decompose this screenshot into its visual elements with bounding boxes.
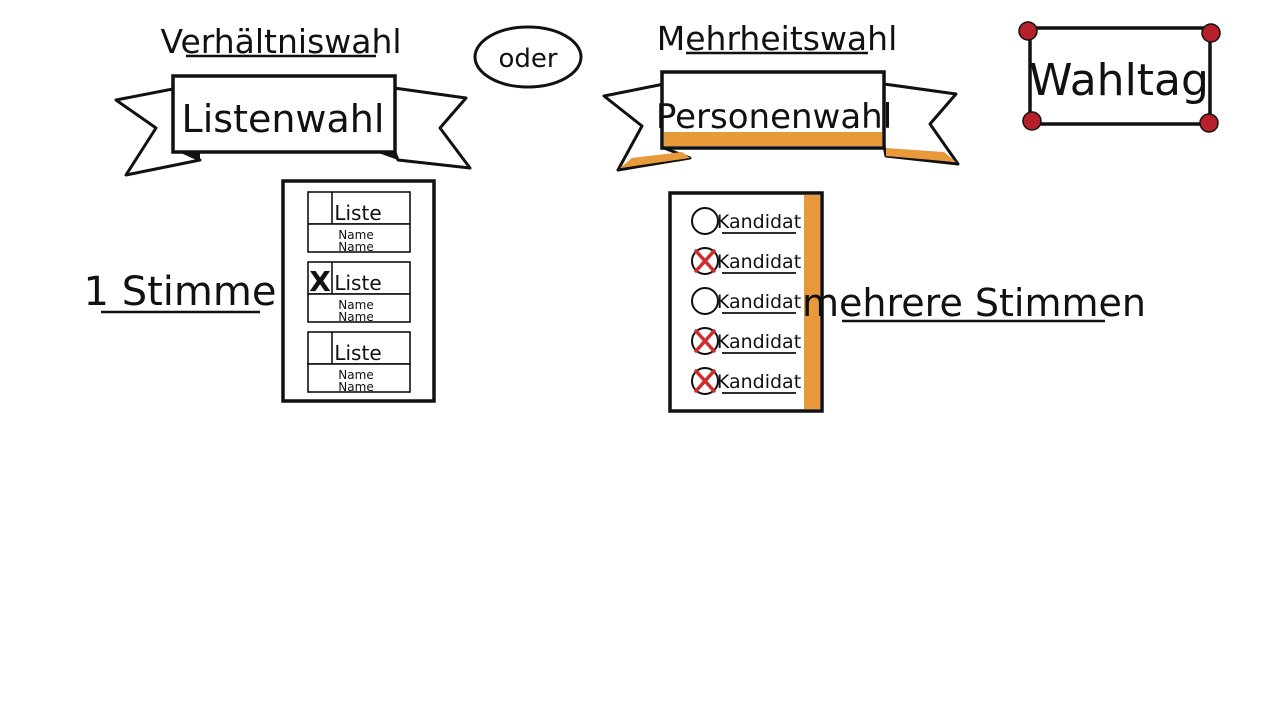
candidate-label: Kandidat — [717, 291, 801, 313]
ballot-paper-shade — [804, 195, 820, 409]
pin-icon — [1022, 111, 1042, 131]
candidate-label: Kandidat — [717, 371, 801, 393]
banner-personenwahl: Personenwahl — [602, 70, 960, 172]
connector: oder — [473, 25, 583, 89]
ribbon-tail-right-shade — [886, 148, 956, 162]
candidate-name: Name — [338, 380, 373, 394]
list-names-box — [307, 223, 411, 253]
candidate-label: Kandidat — [717, 211, 801, 233]
candidate-label: Kandidat — [717, 251, 801, 273]
list-names-box — [307, 363, 411, 393]
ribbon-tail-right — [392, 86, 472, 170]
ribbon-tail-left-shade — [620, 152, 690, 168]
proportional-section: Verhältniswahl Listenwahl 1 Stimme Liste… — [84, 22, 472, 403]
candidate-name: Name — [338, 298, 373, 312]
majority-section: Mehrheitswahl Personenwahl KandidatKandi… — [602, 19, 1146, 413]
candidate-name: Name — [338, 228, 373, 242]
candidate-row: Kandidat — [691, 367, 801, 395]
heading-proportional: Verhältniswahl — [160, 22, 401, 61]
candidate-row: Kandidat — [691, 327, 801, 355]
ribbon-body — [171, 74, 397, 154]
candidate-row: Kandidat — [691, 287, 801, 315]
list-label: Liste — [334, 201, 381, 225]
candidate-name: Name — [338, 368, 373, 382]
list-header-box — [307, 261, 411, 295]
cross-mark-icon — [694, 249, 716, 273]
heading-majority: Mehrheitswahl — [657, 19, 898, 58]
connector-label: oder — [498, 44, 557, 74]
candidate-row: Kandidat — [691, 247, 801, 275]
list-label: Liste — [334, 341, 381, 365]
ribbon-body-shade — [664, 132, 882, 146]
pin-icon — [1199, 113, 1219, 133]
list-header-box — [307, 191, 411, 225]
candidate-row: Kandidat — [691, 207, 801, 235]
sign-frame — [1028, 26, 1212, 126]
banner-label: Listenwahl — [182, 97, 385, 141]
candidate-name: Name — [338, 310, 373, 324]
list-label: Liste — [334, 271, 381, 295]
banner-listenwahl: Listenwahl — [114, 74, 472, 177]
candidate-label: Kandidat — [717, 331, 801, 353]
list-names-box — [307, 293, 411, 323]
candidate-circle-icon — [691, 287, 719, 315]
pin-icon — [1201, 23, 1221, 43]
election-day-sign: Wahltag — [1018, 21, 1221, 133]
pin-icon — [1018, 21, 1038, 41]
candidate-circle-icon — [691, 207, 719, 235]
banner-label: Personenwahl — [656, 97, 892, 137]
cross-mark-icon — [694, 329, 716, 353]
vote-mark: X — [309, 265, 331, 298]
sign-title: Wahltag — [1029, 55, 1209, 106]
votes-label-multiple: mehrere Stimmen — [802, 281, 1146, 325]
connector-bubble — [473, 25, 583, 89]
votes-label-single: 1 Stimme — [84, 269, 277, 315]
cross-mark-icon — [694, 369, 716, 393]
candidate-name: Name — [338, 240, 373, 254]
